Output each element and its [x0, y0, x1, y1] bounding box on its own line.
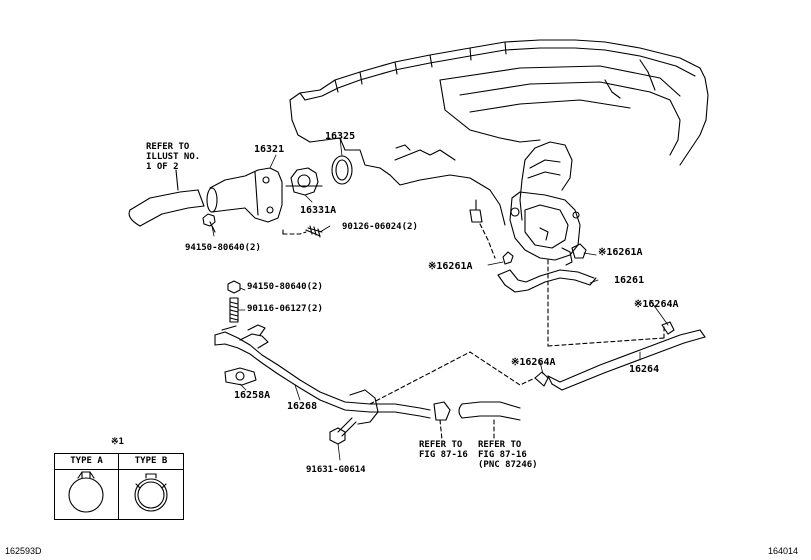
- illustration-code-left: 162593D: [5, 546, 42, 556]
- pipe-gasket: [224, 367, 257, 386]
- part-16264a-top: ※16264A: [634, 299, 679, 310]
- clamp-icons: [68, 471, 168, 513]
- part-94150-80640-top: 94150-80640(2): [185, 243, 261, 253]
- refer-illust-text: REFER TO ILLUST NO. 1 OF 2: [146, 142, 201, 172]
- water-bypass-pipe: [214, 324, 431, 425]
- flange-bolt: [329, 417, 357, 445]
- throttle-body: [509, 141, 581, 266]
- clamp-type-legend: TYPE A TYPE B: [54, 453, 184, 520]
- refer-fig-text-2: REFER TO FIG 87-16 (PNC 87246): [478, 440, 538, 470]
- illustration-code-right: 164014: [768, 546, 799, 556]
- legend-type-a-cell: TYPE A: [55, 454, 119, 519]
- nut-top: [202, 213, 216, 233]
- legend-mark: ※1: [111, 437, 124, 447]
- part-90116-06127: 90116-06127(2): [247, 304, 323, 314]
- heater-hose-connector: [433, 401, 521, 421]
- legend-type-b-cell: TYPE B: [119, 454, 183, 519]
- upper-radiator-hose: [128, 169, 205, 227]
- part-16264a-mid: ※16264A: [511, 357, 556, 368]
- part-16321: 16321: [254, 144, 285, 155]
- part-16261a-right: ※16261A: [598, 247, 643, 258]
- part-16261: 16261: [614, 275, 645, 286]
- gasket-ring: [331, 155, 353, 185]
- engine-block: [289, 39, 709, 226]
- part-16325: 16325: [325, 131, 356, 142]
- water-hose-long: [534, 321, 706, 391]
- dashed-leaders-bottom: [369, 351, 536, 441]
- part-16268: 16268: [287, 401, 318, 412]
- part-16258a: 16258A: [234, 390, 271, 401]
- part-16331a: 16331A: [300, 205, 337, 216]
- water-bypass-hose: [497, 243, 597, 293]
- part-90126-06024: 90126-06024(2): [342, 222, 418, 232]
- legend-type-b-label: TYPE B: [119, 454, 183, 470]
- label-leaders: [211, 137, 669, 461]
- stud-bolt: [305, 225, 323, 238]
- part-91631-g0614: 91631-G0614: [306, 465, 366, 475]
- nut-and-stud-mid: [227, 280, 241, 323]
- part-94150-80640-mid: 94150-80640(2): [247, 282, 323, 292]
- thermostat: [285, 167, 323, 196]
- water-outlet: [206, 167, 283, 223]
- part-16261a-left: ※16261A: [428, 261, 473, 272]
- refer-fig-text-1: REFER TO FIG 87-16: [419, 440, 468, 460]
- part-16264: 16264: [629, 364, 660, 375]
- legend-type-a-label: TYPE A: [55, 454, 118, 470]
- dashed-leaders-top: [282, 227, 307, 235]
